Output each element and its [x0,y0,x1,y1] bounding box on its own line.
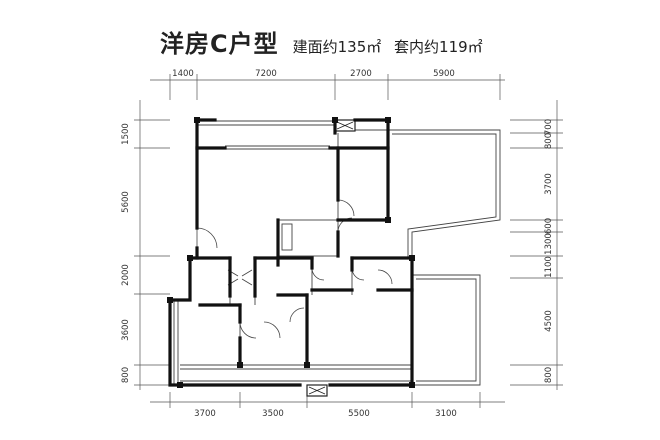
dim-top-1: 1400 [172,69,194,79]
ac-unit-bottom [306,384,328,397]
dim-left-3: 2000 [121,264,131,286]
dim-top-4: 5900 [433,69,455,79]
dim-bottom-2: 3500 [262,409,284,419]
dim-left-2: 5600 [121,191,131,213]
dim-bottom-1: 3700 [194,409,216,419]
dim-top-3: 2700 [350,69,372,79]
plan-title: 洋房C户型 [160,30,279,58]
dim-top-2: 7200 [255,69,277,79]
columns [167,117,415,388]
dim-left-1: 1500 [121,123,131,145]
inner-area: 套内约119㎡ [394,38,483,56]
dim-right-2: 800 [544,133,554,149]
dim-right-1: 700 [544,119,554,135]
title-row: 洋房C户型 建面约135㎡ 套内约119㎡ [160,24,491,60]
walls [168,118,414,387]
dim-right-5: 1300 [544,233,554,255]
dim-right-4: 600 [544,218,554,234]
dim-left-4: 3600 [121,319,131,341]
dim-right-3: 3700 [544,173,554,195]
dimension-labels-left: 1500 5600 2000 3600 800 [121,123,131,383]
dimension-lines [134,74,563,408]
dimension-labels-right: 700 800 3700 600 1300 1100 4500 800 [544,119,554,383]
dim-right-8: 800 [544,367,554,383]
area-info: 建面约135㎡ 套内约119㎡ [293,36,491,57]
dimension-labels-bottom: 3700 3500 5500 3100 [194,409,457,419]
dim-bottom-4: 3100 [435,409,457,419]
dim-right-7: 4500 [544,310,554,332]
built-area: 建面约135㎡ [292,38,382,56]
dim-left-5: 800 [121,367,131,383]
dim-right-6: 1100 [544,256,554,278]
dimension-labels-top: 1400 7200 2700 5900 [172,69,455,79]
dim-bottom-3: 5500 [348,409,370,419]
